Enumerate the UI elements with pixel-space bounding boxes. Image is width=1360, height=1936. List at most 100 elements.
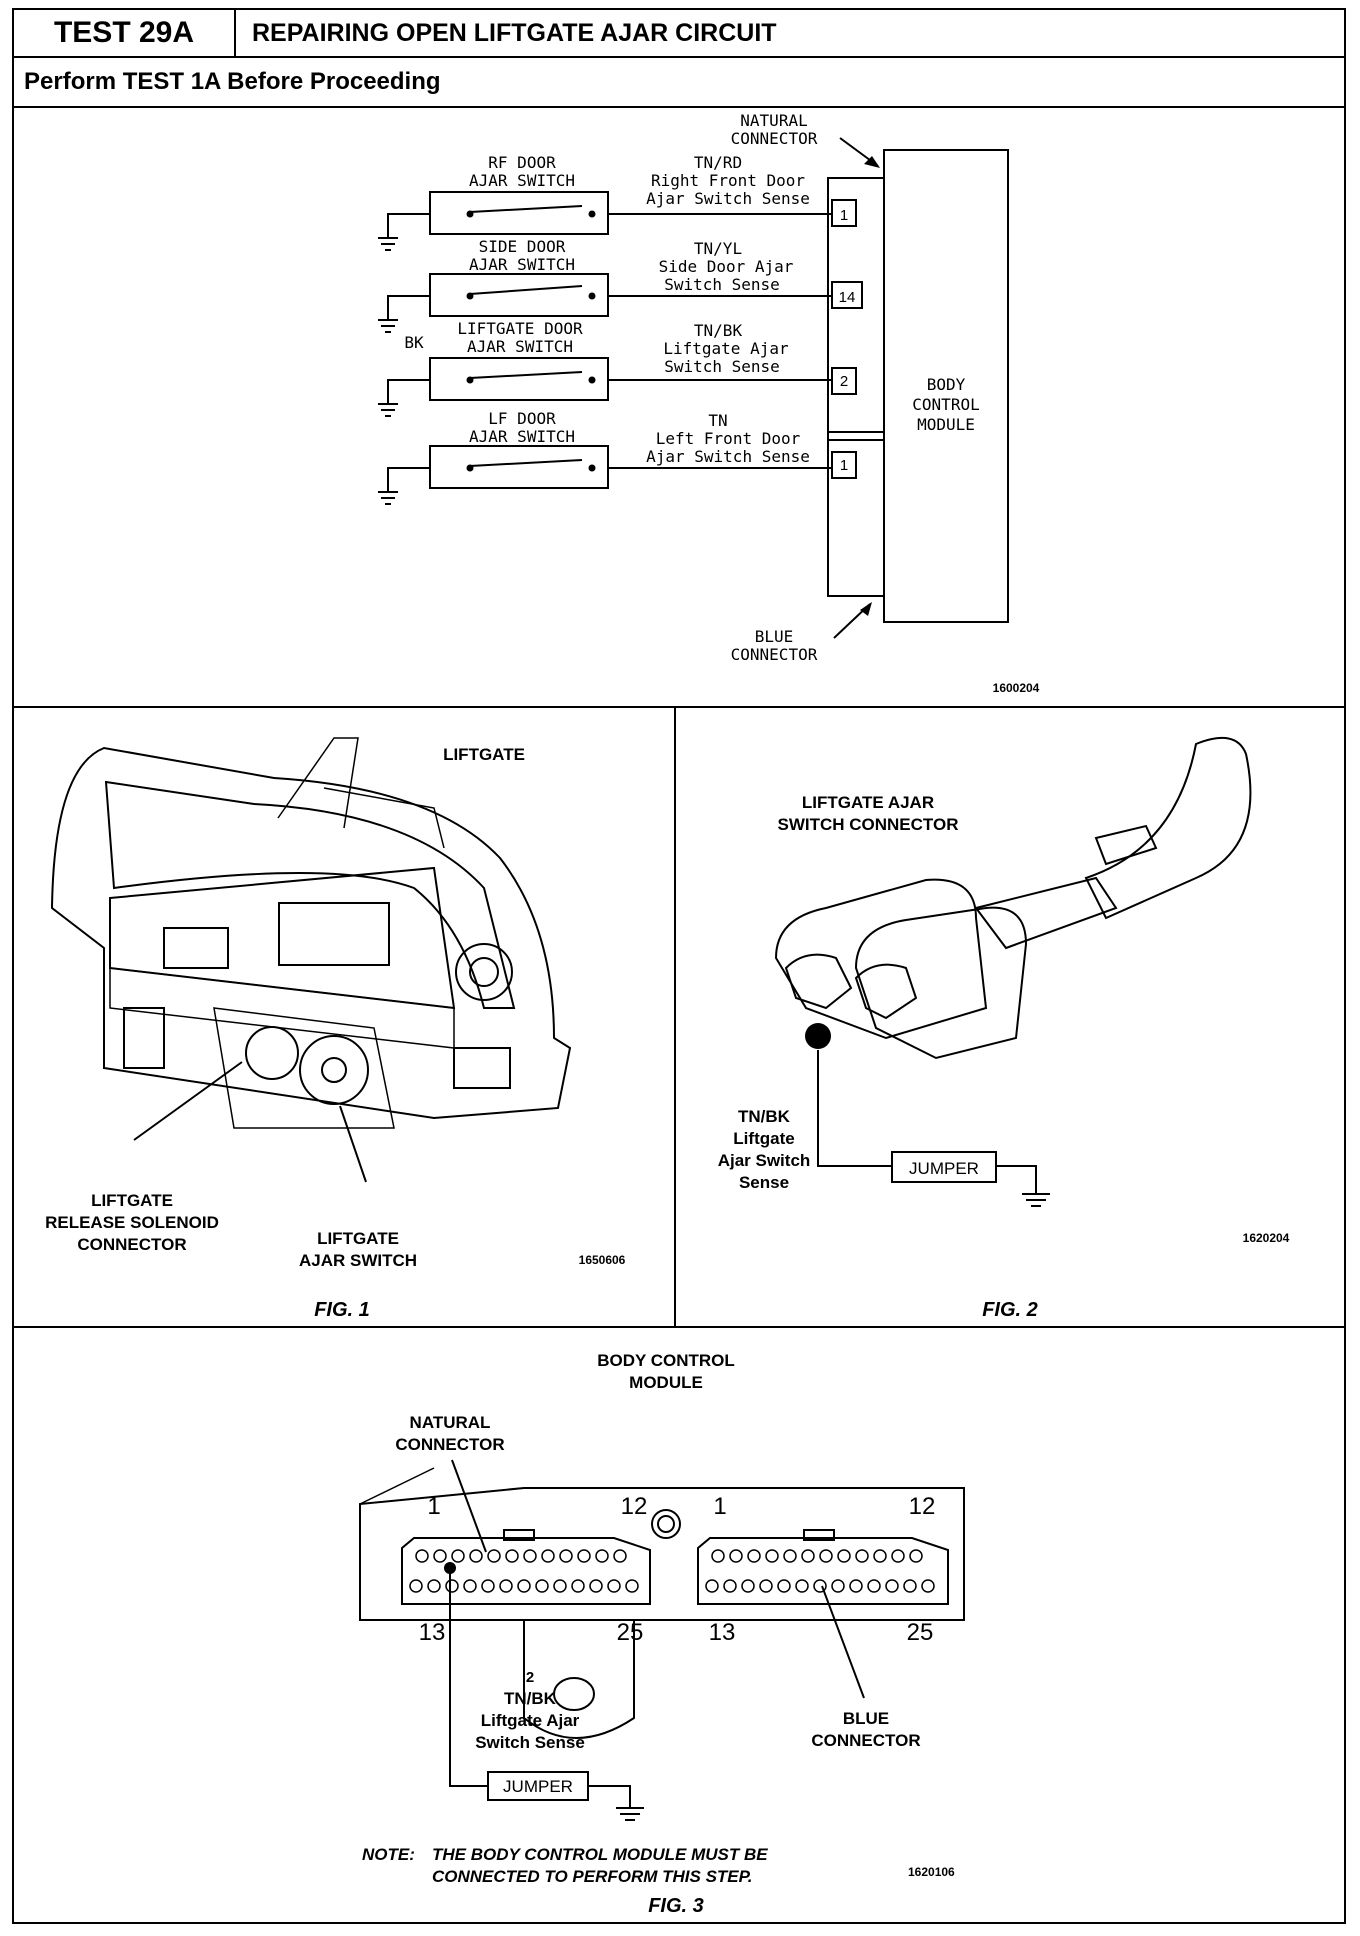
side-wire-color: TN/YL: [694, 239, 742, 258]
schematic-drawing: NATURAL CONNECTOR BODY CONTROL MODULE BL…: [378, 111, 1040, 695]
pin-hole: [765, 1549, 779, 1563]
pin-hole: [535, 1579, 549, 1593]
bcm-label-3: MODULE: [917, 415, 975, 434]
pin-hole: [517, 1579, 531, 1593]
test-header: TEST 29A REPAIRING OPEN LIFTGATE AJAR CI…: [14, 10, 1344, 58]
blue-pin-13: 13: [709, 1619, 736, 1646]
side-wire-desc-2: Switch Sense: [664, 275, 780, 294]
fig2-wire-label-3: Ajar Switch: [718, 1151, 811, 1170]
rf-wire-desc-2: Ajar Switch Sense: [646, 189, 810, 208]
pin-hole: [613, 1549, 627, 1563]
pin-hole: [433, 1549, 447, 1563]
pin-hole: [849, 1579, 863, 1593]
nat-pin-12: 12: [621, 1493, 648, 1520]
solenoid-label-2: RELEASE SOLENOID: [45, 1213, 219, 1232]
fig3-natural-label-1: NATURAL: [410, 1413, 491, 1432]
liftgate-illustration: LIFTGATE LIFTGATE RELEASE SOLENOID CONNE…: [45, 737, 626, 1321]
pin-hole: [855, 1549, 869, 1563]
pin-hole: [831, 1579, 845, 1593]
natural-connector-shell: [827, 177, 885, 441]
liftgate-switch-name-1: LIFTGATE DOOR: [457, 319, 583, 338]
liftgate-wire-desc-2: Switch Sense: [664, 357, 780, 376]
pin-hole: [903, 1579, 917, 1593]
ajar-switch-label-2: AJAR SWITCH: [299, 1251, 417, 1270]
pin-side: 14: [839, 289, 856, 306]
pin-hole: [801, 1549, 815, 1563]
blue-connector: [697, 1537, 949, 1605]
fig3-blue-label-2: CONNECTOR: [811, 1731, 920, 1750]
lf-wire-desc-1: Left Front Door: [656, 429, 801, 448]
pin-hole: [577, 1549, 591, 1563]
fig1-image-id: 1650606: [579, 1253, 626, 1267]
fig2-panel: LIFTGATE AJAR SWITCH CONNECTOR TN/BK Lif…: [676, 708, 1344, 1328]
bcm-label-2: CONTROL: [912, 395, 979, 414]
pin-hole: [499, 1579, 513, 1593]
side-switch-box: [429, 273, 609, 317]
pin-hole: [837, 1549, 851, 1563]
pin-hole: [463, 1579, 477, 1593]
bcm-housing: [359, 1487, 965, 1621]
fig3-wire-label-2: TN/BK: [504, 1689, 557, 1708]
schematic-image-id: 1600204: [993, 681, 1040, 695]
nat-pin-13: 13: [419, 1619, 446, 1646]
fig2-title-2: SWITCH CONNECTOR: [777, 815, 958, 834]
pin-hole: [711, 1549, 725, 1563]
pin-hole: [409, 1579, 423, 1593]
pin-hole: [559, 1549, 573, 1563]
fig3-panel: 1 12 13 25 1 12 13 25 BODY CONTROL MODUL…: [14, 1328, 1344, 1922]
pin-hole: [607, 1579, 621, 1593]
pin-hole: [819, 1549, 833, 1563]
test-id: TEST 29A: [14, 10, 236, 56]
pin-hole: [795, 1579, 809, 1593]
pin-hole: [741, 1579, 755, 1593]
side-wire-desc-1: Side Door Ajar: [659, 257, 794, 276]
rf-wire-color: TN/RD: [694, 153, 742, 172]
pin-hole: [891, 1549, 905, 1563]
pin-hole: [415, 1549, 429, 1563]
pin-hole: [595, 1549, 609, 1563]
fig2-wire-label-1: TN/BK: [738, 1107, 791, 1126]
blue-pin-1: 1: [713, 1493, 726, 1520]
liftgate-switch-name-2: AJAR SWITCH: [467, 337, 573, 356]
test-page: TEST 29A REPAIRING OPEN LIFTGATE AJAR CI…: [12, 8, 1346, 1924]
ajar-switch-connector-drawing: LIFTGATE AJAR SWITCH CONNECTOR TN/BK Lif…: [718, 737, 1290, 1321]
pin-hole: [469, 1549, 483, 1563]
side-switch-name-2: AJAR SWITCH: [469, 255, 575, 274]
nat-pin-1: 1: [427, 1493, 440, 1520]
fig3-wire-label-4: Switch Sense: [475, 1733, 585, 1752]
natural-connector: [401, 1537, 651, 1605]
pin-hole: [571, 1579, 585, 1593]
pin-hole: [541, 1549, 555, 1563]
pin-hole: [885, 1579, 899, 1593]
rf-switch-box: [429, 191, 609, 235]
side-switch-name-1: SIDE DOOR: [479, 237, 566, 256]
fig3-image-id: 1620106: [908, 1865, 955, 1879]
blue-pin-12: 12: [909, 1493, 936, 1520]
fig3-wire-label-3: Liftgate Ajar: [481, 1711, 580, 1730]
lf-wire-desc-2: Ajar Switch Sense: [646, 447, 810, 466]
fig2-image-id: 1620204: [1243, 1231, 1290, 1245]
bcm-connector-drawing: 1 12 13 25 1 12 13 25 BODY CONTROL MODUL…: [359, 1351, 965, 1917]
pin-hole: [723, 1579, 737, 1593]
pin-hole: [909, 1549, 923, 1563]
natural-connector-label-1: NATURAL: [740, 111, 807, 130]
note-label: NOTE:: [362, 1845, 415, 1864]
pin-hole: [777, 1579, 791, 1593]
pin-hole: [523, 1549, 537, 1563]
fig1-caption: FIG. 1: [314, 1299, 370, 1321]
pin-hole: [813, 1579, 827, 1593]
pin-hole: [873, 1549, 887, 1563]
pin-liftgate: 2: [840, 373, 848, 390]
lf-switch-name-1: LF DOOR: [488, 409, 556, 428]
pin-hole: [747, 1549, 761, 1563]
bcm-label-1: BODY: [927, 375, 966, 394]
ground-wire-label: BK: [404, 333, 424, 352]
pin-hole: [451, 1549, 465, 1563]
fig2-title-1: LIFTGATE AJAR: [802, 793, 934, 812]
fig2-wire-label-2: Liftgate: [733, 1129, 794, 1148]
pin-hole: [867, 1579, 881, 1593]
connector-pins: [409, 1549, 935, 1593]
pin-hole: [729, 1549, 743, 1563]
liftgate-switch-box: [429, 357, 609, 401]
pin-hole: [625, 1579, 639, 1593]
